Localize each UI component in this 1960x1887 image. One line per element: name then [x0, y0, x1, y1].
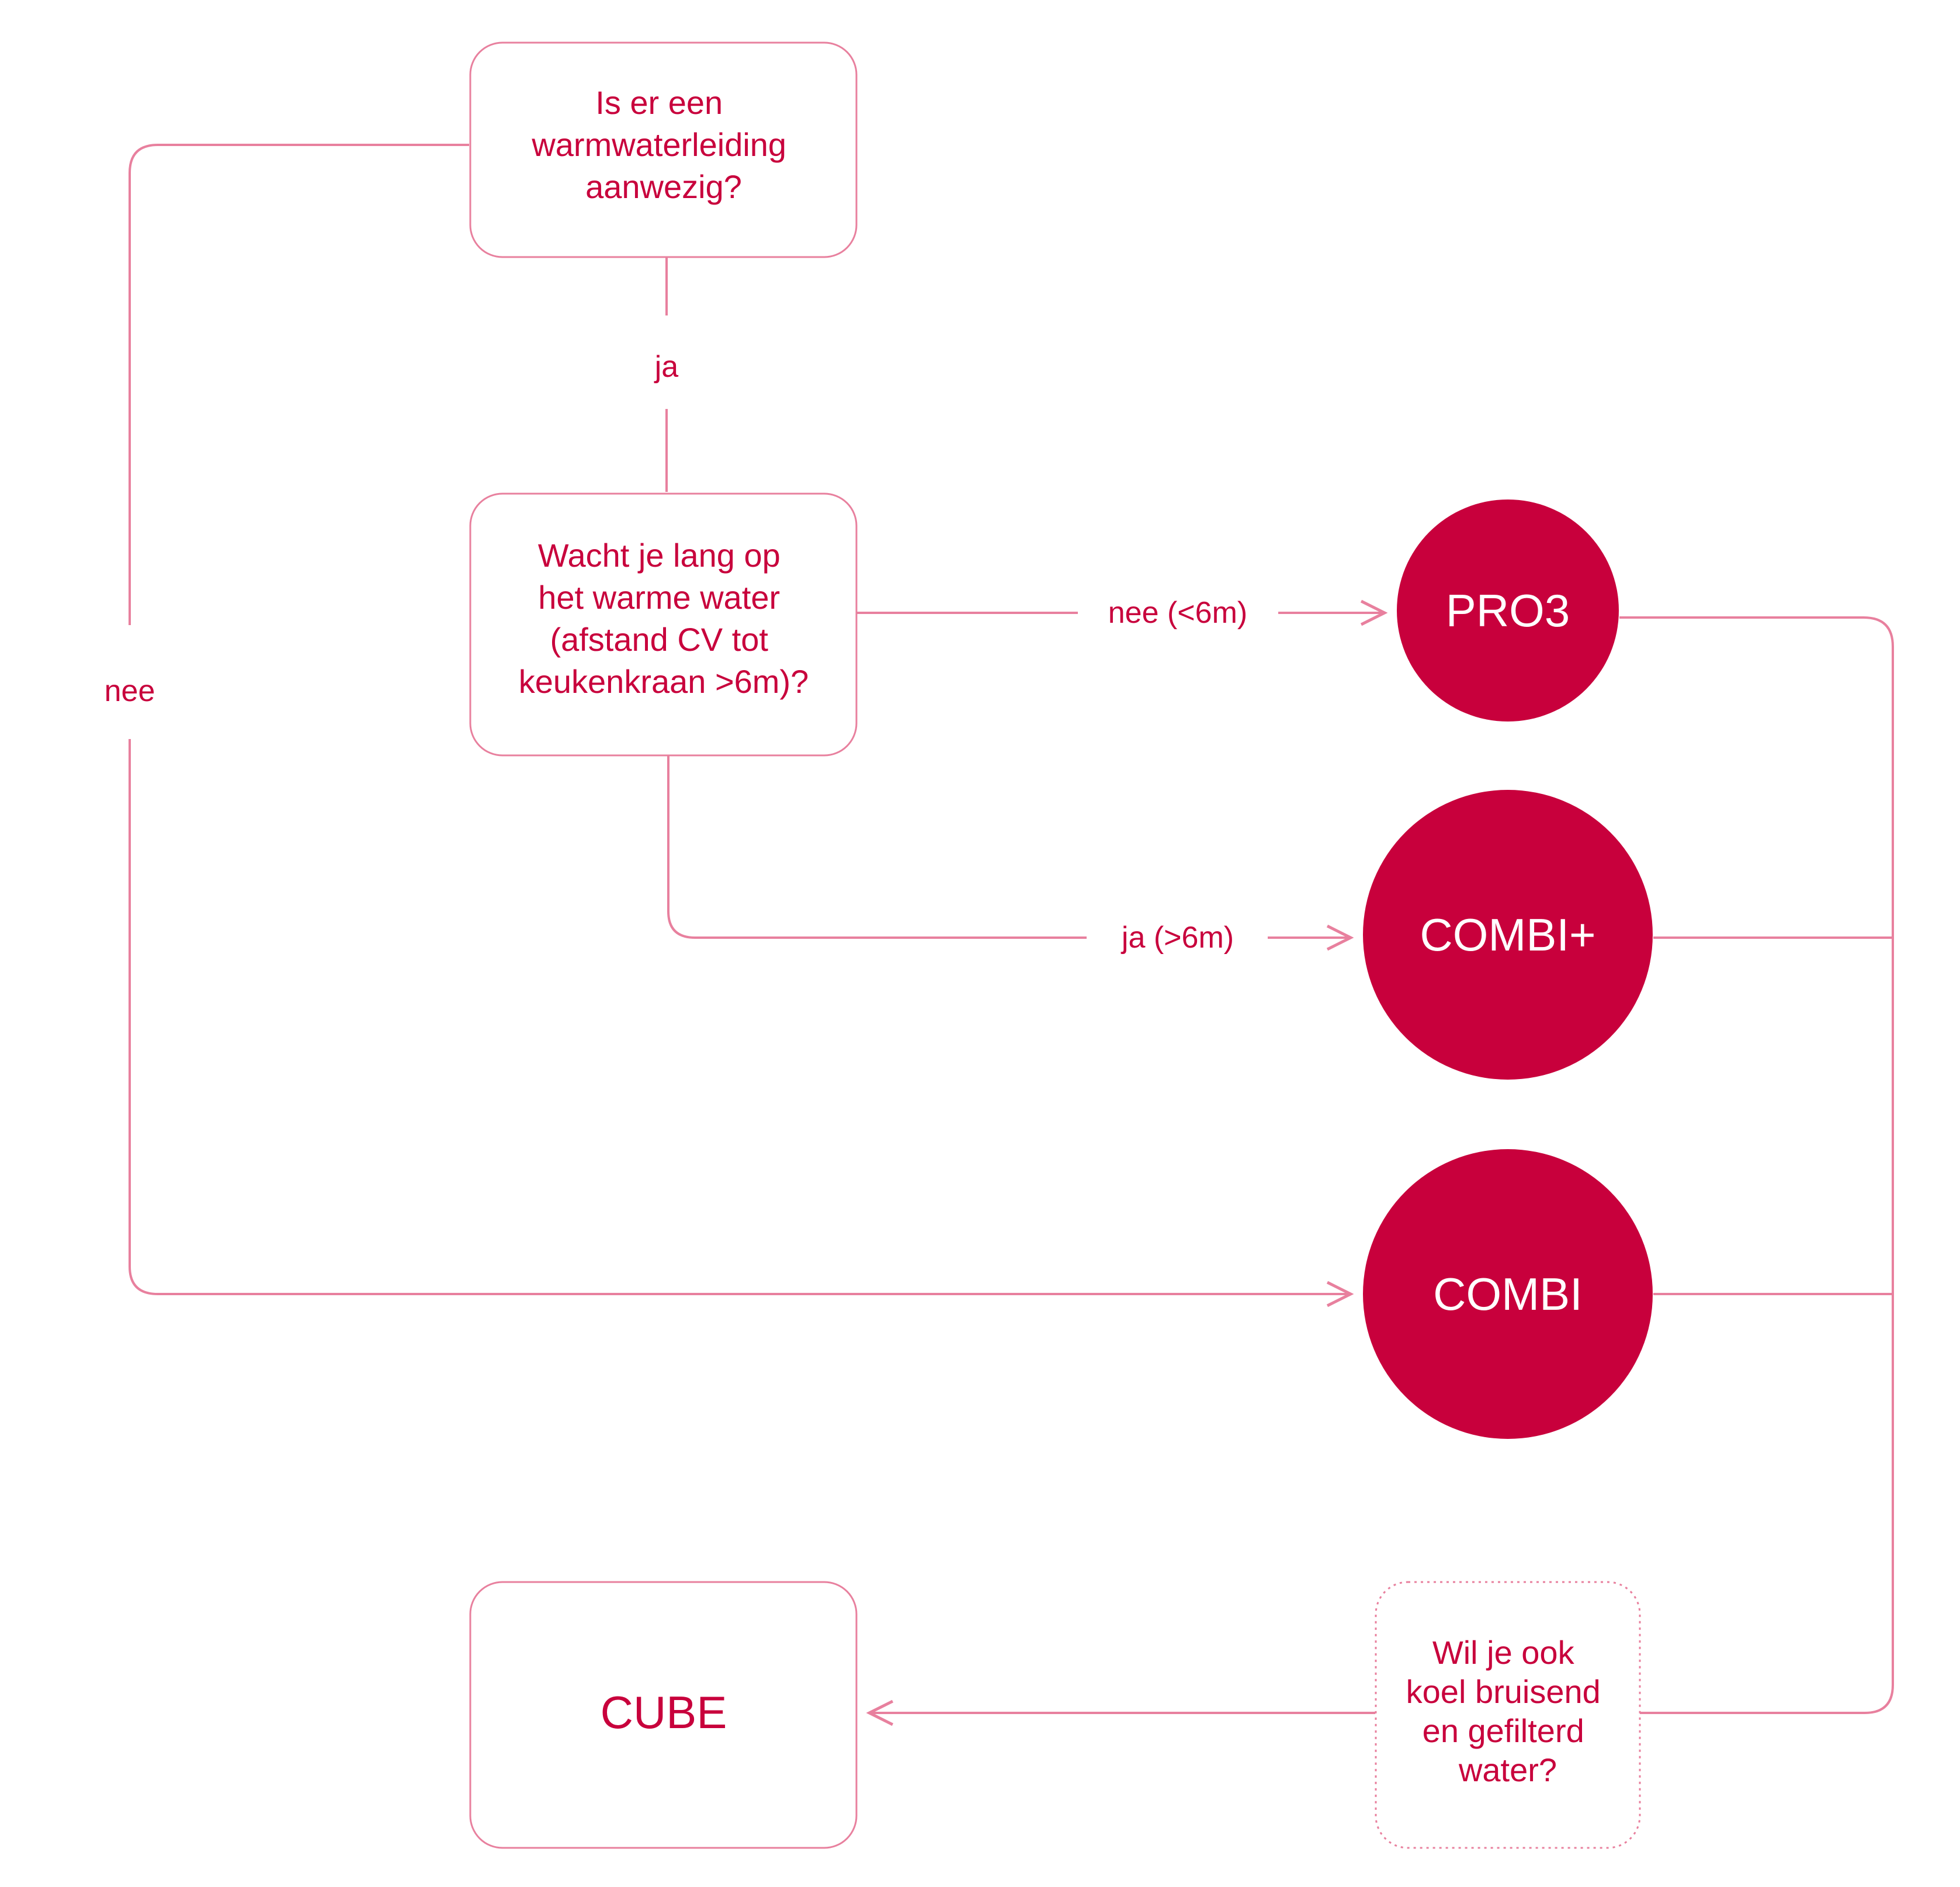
question-text-wait-time: Wacht je lang op het warme water (afstan… — [519, 537, 809, 700]
question-box-wait-time — [469, 492, 858, 757]
result-box-cube — [469, 1581, 858, 1849]
question-line: (afstand CV tot — [550, 621, 768, 658]
question-text-sparkling: Wil je ook koel bruisend en gefilterd wa… — [1406, 1634, 1610, 1788]
edge-label-nee: nee — [105, 674, 155, 708]
edge-label-ja-long: ja (>6m) — [1121, 921, 1234, 955]
result-label-cube: CUBE — [601, 1687, 727, 1738]
question-line: Wil je ook — [1432, 1634, 1575, 1671]
question-text-hot-water-pipe: Is er een warmwaterleiding aanwezig? — [531, 84, 795, 205]
edge-q2-combiplus-left — [667, 755, 1087, 939]
edge-label-nee-short: nee (<6m) — [1108, 596, 1247, 630]
question-line: keukenkraan >6m)? — [519, 663, 809, 700]
question-line: het warme water — [538, 579, 780, 616]
result-circle-combi — [1363, 1149, 1653, 1439]
question-line: Wacht je lang op — [538, 537, 780, 574]
question-line: en gefilterd — [1423, 1712, 1584, 1749]
question-box-sparkling — [1375, 1581, 1641, 1849]
edge-pro3-collector — [1619, 616, 1894, 1714]
question-box-hot-water-pipe — [469, 41, 858, 258]
result-label-combi: COMBI — [1433, 1268, 1583, 1320]
question-line: Is er een — [595, 84, 723, 121]
result-label-combi-plus: COMBI+ — [1420, 909, 1595, 960]
result-label-pro3: PRO3 — [1446, 585, 1570, 636]
edge-q1-combi-upper — [129, 144, 469, 625]
edge-label-ja: ja — [654, 350, 679, 384]
result-circle-combi-plus — [1363, 790, 1653, 1080]
result-circle-pro3 — [1397, 500, 1619, 722]
question-line: aanwezig? — [585, 168, 742, 205]
question-line: water? — [1458, 1751, 1557, 1788]
question-line: warmwaterleiding — [531, 126, 786, 163]
question-line: koel bruisend — [1406, 1673, 1601, 1710]
edge-q1-combi-lower — [129, 739, 1351, 1294]
